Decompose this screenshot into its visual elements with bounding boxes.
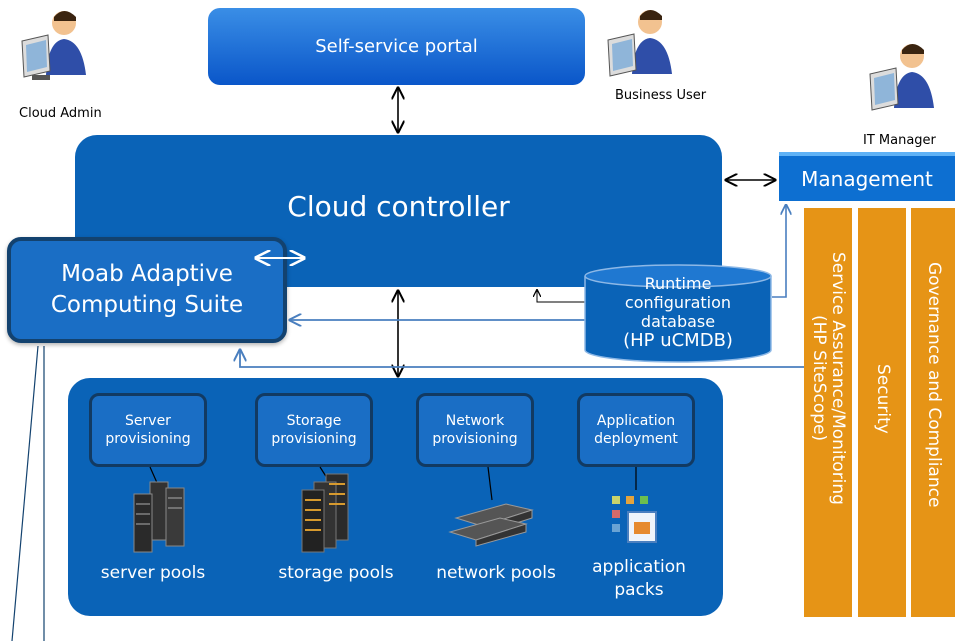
management-box: Management: [779, 152, 955, 201]
monitoring-moab-arrow: [240, 350, 806, 368]
server-rack-icon: [133, 481, 185, 553]
self-service-portal-box: Self-service portal: [208, 8, 585, 85]
server-provisioning-line-2: provisioning: [105, 431, 191, 447]
security-bar: Security: [858, 208, 906, 617]
storage-provisioning-box: Storage provisioning: [255, 393, 373, 467]
database-line-4: (HP uCMDB): [623, 330, 733, 351]
database-label: Runtime configuration database (HP uCMDB…: [588, 274, 768, 350]
controller-database-arrow: [537, 290, 592, 302]
network-pools-label: network pools: [436, 563, 556, 583]
storage-array-icon: [301, 473, 349, 553]
moab-suite-box: Moab Adaptive Computing Suite: [7, 237, 287, 343]
application-packs-line-2: packs: [614, 580, 664, 600]
governance-bar: Governance and Compliance: [911, 208, 955, 617]
business-user-label: Business User: [615, 88, 707, 103]
cloud-admin-label: Cloud Admin: [19, 106, 102, 121]
cloud-admin-user-icon: [21, 11, 86, 80]
moab-line-2: Computing Suite: [50, 292, 244, 318]
database-cylinder: [584, 264, 772, 363]
network-switch-icon: [448, 503, 534, 547]
application-packs-icon: [612, 496, 657, 543]
database-line-2: configuration: [624, 293, 732, 312]
service-assurance-label: Service Assurance/Monitoring (HP SiteSco…: [809, 252, 848, 505]
governance-label: Governance and Compliance: [924, 262, 944, 508]
database-line-1: Runtime: [644, 274, 712, 293]
network-provisioning-line-2: provisioning: [432, 431, 518, 447]
database-management-line: [772, 205, 786, 298]
security-label: Security: [873, 364, 893, 434]
application-deployment-box: Application deployment: [577, 393, 695, 467]
it-manager-label: IT Manager: [863, 133, 936, 148]
application-packs-line-1: application: [592, 557, 686, 577]
network-provisioning-line-1: Network: [445, 413, 505, 429]
application-deployment-line-2: deployment: [594, 431, 678, 447]
management-label: Management: [801, 166, 933, 191]
server-provisioning-box: Server provisioning: [89, 393, 207, 467]
service-assurance-bar: Service Assurance/Monitoring (HP SiteSco…: [804, 208, 852, 617]
database-line-3: database: [640, 312, 716, 331]
application-packs-label: application packs: [584, 556, 694, 602]
moab-lead-line-1: [11, 345, 39, 641]
portal-label: Self-service portal: [315, 36, 478, 57]
business-user-icon: [607, 10, 672, 77]
server-provisioning-line-1: Server: [125, 413, 171, 429]
server-pools-label: server pools: [100, 563, 206, 583]
controller-label: Cloud controller: [287, 190, 510, 223]
it-manager-user-icon: [869, 44, 934, 111]
storage-provisioning-line-2: provisioning: [271, 431, 357, 447]
moab-line-1: Moab Adaptive: [61, 261, 233, 287]
network-provisioning-box: Network provisioning: [416, 393, 534, 467]
application-deployment-line-1: Application: [596, 413, 676, 429]
storage-provisioning-line-1: Storage: [286, 413, 342, 429]
storage-pools-label: storage pools: [278, 563, 394, 583]
moab-controller-arrow: [250, 246, 310, 270]
